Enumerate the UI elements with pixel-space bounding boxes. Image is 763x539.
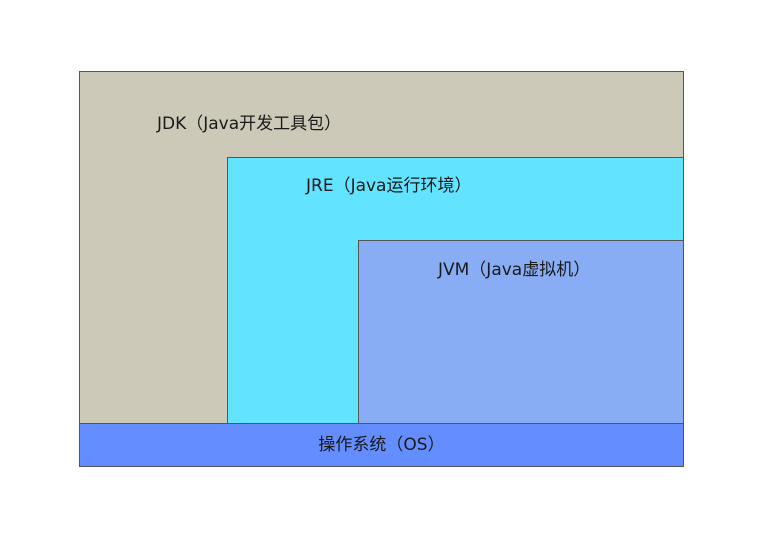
jvm-layer: JVM（Java虚拟机） bbox=[358, 240, 684, 424]
os-layer: 操作系统（OS） bbox=[79, 423, 684, 467]
os-label: 操作系统（OS） bbox=[318, 435, 445, 455]
jvm-label: JVM（Java虚拟机） bbox=[438, 260, 591, 280]
jdk-label: JDK（Java开发工具包） bbox=[157, 114, 342, 134]
jre-label: JRE（Java运行环境） bbox=[306, 176, 472, 196]
